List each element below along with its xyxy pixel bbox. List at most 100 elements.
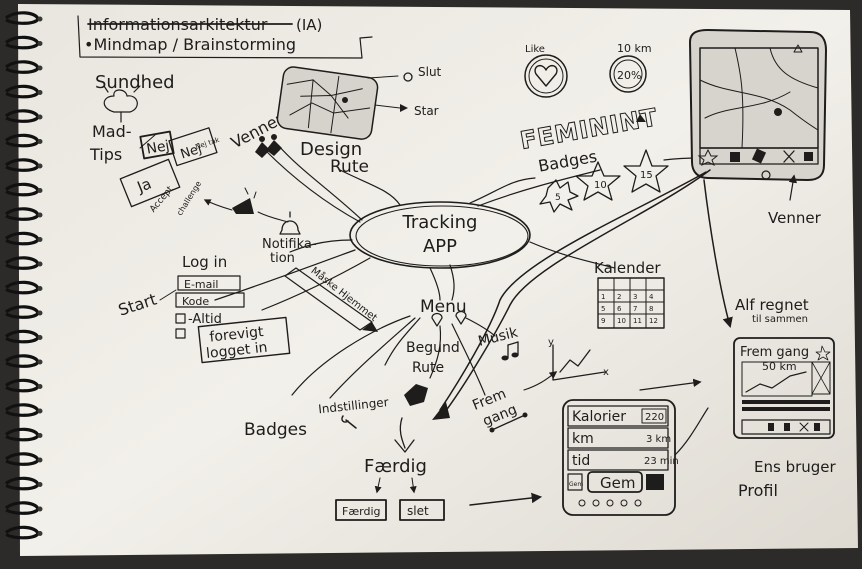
tab-user-icon[interactable] xyxy=(804,152,813,161)
stats-small-button[interactable] xyxy=(567,473,583,491)
badge-star-10-icon xyxy=(575,161,621,201)
badge-15: 15 xyxy=(640,170,653,181)
forever-checkbox[interactable] xyxy=(175,328,186,339)
password-placeholder: Kode xyxy=(182,295,209,308)
chart-y-label: y xyxy=(548,337,554,348)
forever-label: forevigt xyxy=(209,324,265,346)
calendar-day[interactable]: 8 xyxy=(649,305,653,313)
header-notes: Informationsarkitektur (IA) •Mindmap / B… xyxy=(77,15,373,59)
done-button[interactable] xyxy=(335,499,387,521)
punch-hole xyxy=(37,16,43,22)
profile-tab-1[interactable] xyxy=(768,423,774,431)
punch-hole xyxy=(37,163,43,169)
profile-tab-2[interactable] xyxy=(784,423,790,431)
badges-menu-label: Badges xyxy=(244,420,307,440)
center-title: Tracking xyxy=(402,212,478,233)
calendar-day[interactable]: 12 xyxy=(649,317,658,325)
design-label: Design xyxy=(300,139,362,160)
punch-hole xyxy=(37,41,43,46)
route-map-sketch xyxy=(276,66,379,140)
shoe-icon xyxy=(404,384,428,406)
center-node: Tracking APP xyxy=(349,201,531,269)
center-subtitle: APP xyxy=(423,236,457,257)
login-title: Log in xyxy=(182,253,227,271)
punch-hole xyxy=(37,90,43,95)
nej-box: Nej xyxy=(145,138,170,158)
calendar-day[interactable]: 3 xyxy=(633,293,637,301)
calendar-day[interactable]: 4 xyxy=(649,293,654,301)
tab-list-icon[interactable] xyxy=(730,152,740,162)
punch-hole xyxy=(37,384,43,389)
stats-dots xyxy=(578,499,642,507)
tab-shoe-icon[interactable] xyxy=(751,148,767,164)
header-subtitle: •Mindmap / Brainstorming xyxy=(84,35,296,54)
punch-hole xyxy=(37,188,43,193)
profile-tab-3[interactable] xyxy=(799,422,809,432)
stay-logged-in-box[interactable] xyxy=(197,316,291,364)
calendar-day[interactable]: 6 xyxy=(617,305,622,313)
phone-tabbar xyxy=(697,148,813,167)
punch-hole xyxy=(37,506,43,512)
punch-hole xyxy=(37,531,43,536)
route-start-label: Star xyxy=(414,104,439,118)
total-label-2: til sammen xyxy=(752,314,808,325)
km-goal-label: 10 km xyxy=(617,42,652,55)
phone-arrows xyxy=(432,169,733,420)
punch-hole xyxy=(37,114,43,120)
punch-hole xyxy=(37,237,43,242)
punch-hole xyxy=(37,286,43,291)
punch-hole xyxy=(37,482,43,487)
punch-hole xyxy=(37,359,43,365)
like-label: Like xyxy=(525,44,545,55)
stats-dark-button[interactable] xyxy=(646,474,664,490)
always-checkbox[interactable] xyxy=(175,313,186,324)
stats-card: Kalorier 220 km 3 km tid 23 min Gem Gem xyxy=(562,378,709,516)
badge-star-15-icon xyxy=(623,149,669,193)
badge-splat-icon xyxy=(539,179,579,213)
time-value: 23 min xyxy=(644,456,679,467)
punch-hole xyxy=(37,457,43,463)
total-label-1: Alf regnet xyxy=(735,296,809,314)
start-route-label-2: Rute xyxy=(412,360,444,376)
calendar-day[interactable]: 9 xyxy=(601,317,605,325)
tab-star-icon[interactable] xyxy=(697,148,719,167)
heart-icon xyxy=(534,64,558,87)
notification-label-2: tion xyxy=(270,251,295,266)
login-email-field[interactable] xyxy=(177,275,241,291)
mad-label: Mad- xyxy=(92,122,132,141)
delete-button[interactable] xyxy=(399,499,445,521)
tab-cross-icon[interactable] xyxy=(783,150,795,163)
calendar-day[interactable]: 11 xyxy=(633,317,642,325)
calendar-day[interactable]: 5 xyxy=(601,305,605,313)
calendar-day[interactable]: 7 xyxy=(633,305,637,313)
start-route-label-1: Begund xyxy=(406,340,460,356)
done-title: Færdig xyxy=(364,456,427,477)
pin-icon-2 xyxy=(455,310,467,325)
notification-label-1: Notifika- xyxy=(262,237,317,252)
profile-tab-4[interactable] xyxy=(814,423,820,431)
save-button[interactable] xyxy=(587,471,643,493)
paper-sheet xyxy=(18,4,858,556)
calendar-day[interactable]: 2 xyxy=(617,293,621,301)
punch-hole xyxy=(37,65,43,71)
punch-hole xyxy=(37,261,43,267)
music-note-icon xyxy=(501,341,519,361)
punch-hole xyxy=(37,212,43,218)
route-label: Rute xyxy=(330,157,369,177)
punch-hole xyxy=(37,408,43,414)
tips-label: Tips xyxy=(89,145,122,164)
login-password-field[interactable] xyxy=(175,292,245,308)
calendar-day[interactable]: 10 xyxy=(617,317,626,325)
time-label: tid xyxy=(572,453,590,469)
percent-label: 20% xyxy=(617,69,641,82)
logged-in-label: logget in xyxy=(205,340,268,362)
profile-tabbar xyxy=(768,422,820,432)
tree-icon xyxy=(103,85,141,123)
pin-icon xyxy=(431,312,443,327)
design-route-branch: Slut Star Design Rute xyxy=(276,65,442,177)
always-label: -Altid xyxy=(188,312,222,327)
punch-hole xyxy=(37,139,43,144)
calendar-day[interactable]: 1 xyxy=(601,293,605,301)
